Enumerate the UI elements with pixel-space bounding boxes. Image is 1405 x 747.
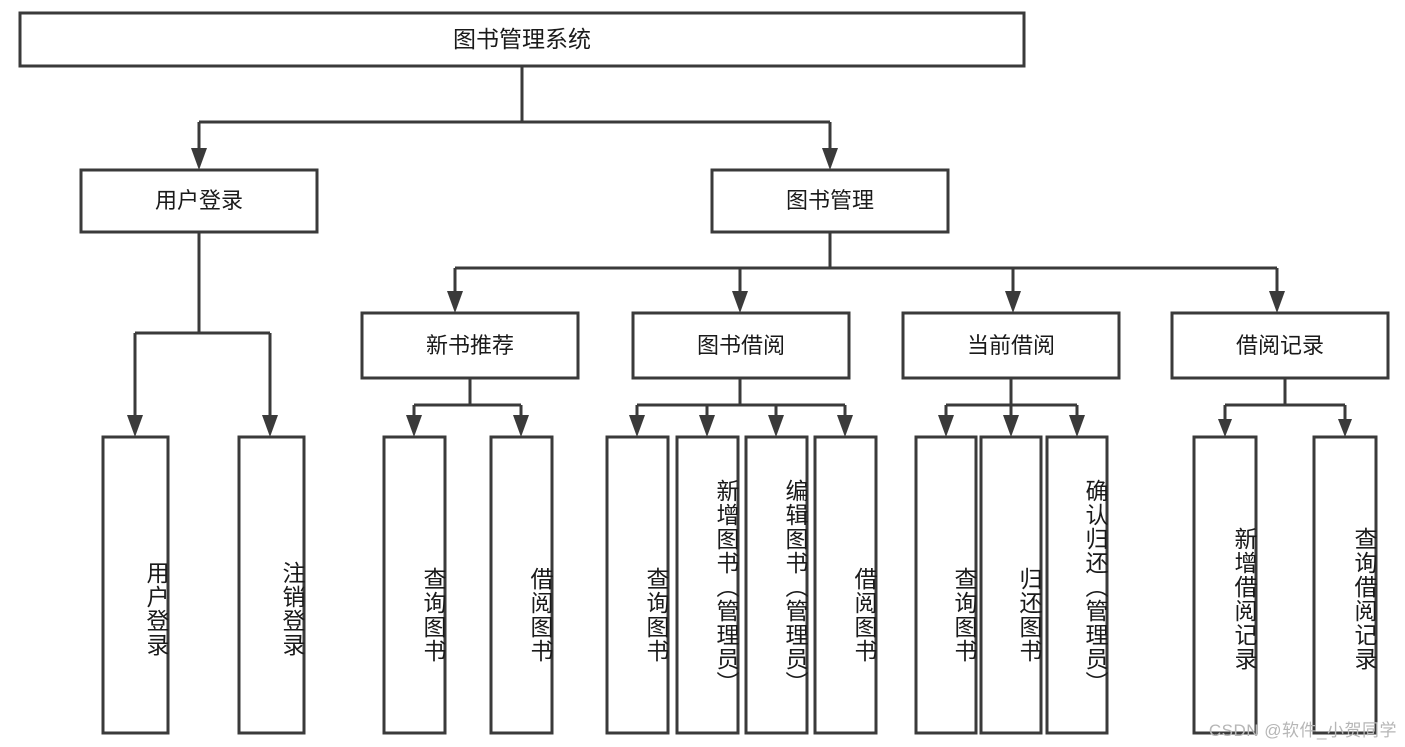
arrow-head-leaf-confirm-return xyxy=(1069,415,1085,437)
node-leaf-query-book-3-box[interactable] xyxy=(914,435,978,735)
node-user-login-box[interactable] xyxy=(79,168,319,234)
node-leaf-logout-login-box[interactable] xyxy=(237,435,306,735)
node-new-book-recommend-box[interactable] xyxy=(360,311,580,380)
connector-group-book-borrow xyxy=(629,378,853,437)
arrow-head-leaf-add-record xyxy=(1218,419,1232,437)
csdn-watermark: CSDN @软件_小贺同学 xyxy=(1208,721,1397,740)
node-leaf-edit-book-box[interactable] xyxy=(744,435,809,735)
arrow-head-userlogin xyxy=(191,148,207,170)
node-current-borrow-box[interactable] xyxy=(901,311,1121,380)
connector-group-current-borrow xyxy=(938,378,1085,437)
node-root[interactable]: 图书管理系统 xyxy=(18,11,1026,68)
node-leaf-query-book-1-box[interactable] xyxy=(382,435,447,735)
node-borrow-record[interactable]: 借阅记录 xyxy=(1170,311,1390,380)
node-book-management[interactable]: 图书管理 xyxy=(710,168,950,234)
connector-group-bookmgmt xyxy=(447,232,1285,313)
node-leaf-borrow-book-1-box[interactable] xyxy=(489,435,554,735)
arrow-head-leaf-return-book xyxy=(1003,415,1019,437)
node-leaf-confirm-return-box[interactable] xyxy=(1045,435,1109,735)
arrow-head-leaf-logout-login xyxy=(262,415,278,437)
node-leaf-query-book-2-box[interactable] xyxy=(605,435,670,735)
arrow-head-current-borrow xyxy=(1005,291,1021,313)
node-borrow-record-box[interactable] xyxy=(1170,311,1390,380)
connector-group-userlogin xyxy=(127,232,278,437)
connector-group-root xyxy=(191,66,838,170)
node-current-borrow-label: 当前借阅 xyxy=(967,333,1055,358)
node-book-borrow-label: 图书借阅 xyxy=(697,333,785,358)
node-root-box[interactable] xyxy=(18,11,1026,68)
node-user-login[interactable]: 用户登录 xyxy=(79,168,319,234)
arrow-head-leaf-query-record xyxy=(1338,419,1352,437)
connector-group-new-book-recommend xyxy=(406,378,529,437)
arrow-head-leaf-query-book-1 xyxy=(406,415,422,437)
node-leaf-return-book-box[interactable] xyxy=(979,435,1043,735)
node-leaf-add-record-box[interactable] xyxy=(1192,435,1258,735)
node-leaf-add-book-box[interactable] xyxy=(675,435,740,735)
node-leaf-query-record-box[interactable] xyxy=(1312,435,1378,735)
node-book-management-label: 图书管理 xyxy=(786,188,874,213)
arrow-head-leaf-query-book-3 xyxy=(938,415,954,437)
node-leaf-user-login-box[interactable] xyxy=(101,435,170,735)
arrow-head-new-book-recommend xyxy=(447,291,463,313)
node-book-borrow[interactable]: 图书借阅 xyxy=(631,311,851,380)
node-book-management-box[interactable] xyxy=(710,168,950,234)
arrow-head-book-borrow xyxy=(732,291,748,313)
node-new-book-recommend[interactable]: 新书推荐 xyxy=(360,311,580,380)
arrow-head-bookmgmt xyxy=(822,148,838,170)
node-new-book-recommend-label: 新书推荐 xyxy=(426,333,514,358)
node-root-label: 图书管理系统 xyxy=(453,26,591,52)
node-user-login-label: 用户登录 xyxy=(155,188,243,213)
arrow-head-leaf-borrow-book-1 xyxy=(513,415,529,437)
connector-group-borrow-record xyxy=(1218,378,1352,437)
arrow-head-leaf-query-book-2 xyxy=(629,415,645,437)
arrow-head-leaf-borrow-book-2 xyxy=(837,415,853,437)
node-current-borrow[interactable]: 当前借阅 xyxy=(901,311,1121,380)
arrow-head-leaf-edit-book xyxy=(768,415,784,437)
node-borrow-record-label: 借阅记录 xyxy=(1236,333,1324,358)
node-leaf-borrow-book-2-box[interactable] xyxy=(813,435,878,735)
arrow-head-leaf-user-login xyxy=(127,415,143,437)
node-book-borrow-box[interactable] xyxy=(631,311,851,380)
arrow-head-borrow-record xyxy=(1269,291,1285,313)
arrow-head-leaf-add-book xyxy=(699,415,715,437)
